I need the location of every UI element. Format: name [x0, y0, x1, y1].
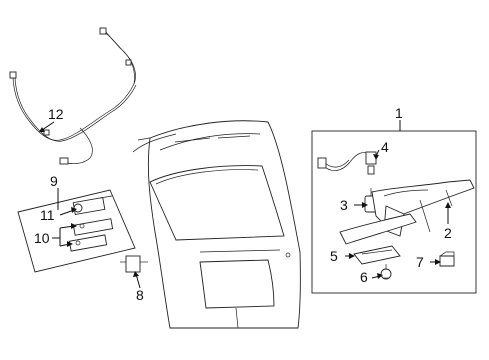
part-2-housing	[339, 179, 475, 245]
box-1-group	[311, 130, 477, 294]
liftgate-panel	[132, 120, 301, 329]
callout-12: 12	[48, 106, 64, 122]
callout-11: 11	[40, 207, 55, 223]
callout-labels: 1 2 3 4 5 6 7 8 9 10 11 12	[34, 105, 452, 303]
part-5-lens	[353, 245, 401, 265]
part-11-motor	[72, 195, 113, 216]
part-10-brackets	[68, 218, 114, 252]
callout-7: 7	[416, 254, 424, 270]
callout-10: 10	[34, 230, 50, 246]
callout-4: 4	[381, 139, 389, 155]
part-8-switch	[120, 255, 148, 273]
wiring-harness	[9, 27, 137, 165]
callout-5: 5	[330, 248, 338, 264]
leader-lines	[39, 120, 451, 289]
callout-9: 9	[50, 173, 58, 189]
part-6-screw	[380, 264, 392, 280]
part-7-clip	[439, 251, 455, 267]
callout-2: 2	[444, 225, 452, 241]
box-9-group	[17, 189, 136, 273]
callout-3: 3	[340, 197, 348, 213]
callout-8: 8	[136, 287, 144, 303]
callout-1: 1	[395, 105, 403, 121]
callout-6: 6	[360, 269, 368, 285]
part-4-harness	[317, 151, 377, 175]
